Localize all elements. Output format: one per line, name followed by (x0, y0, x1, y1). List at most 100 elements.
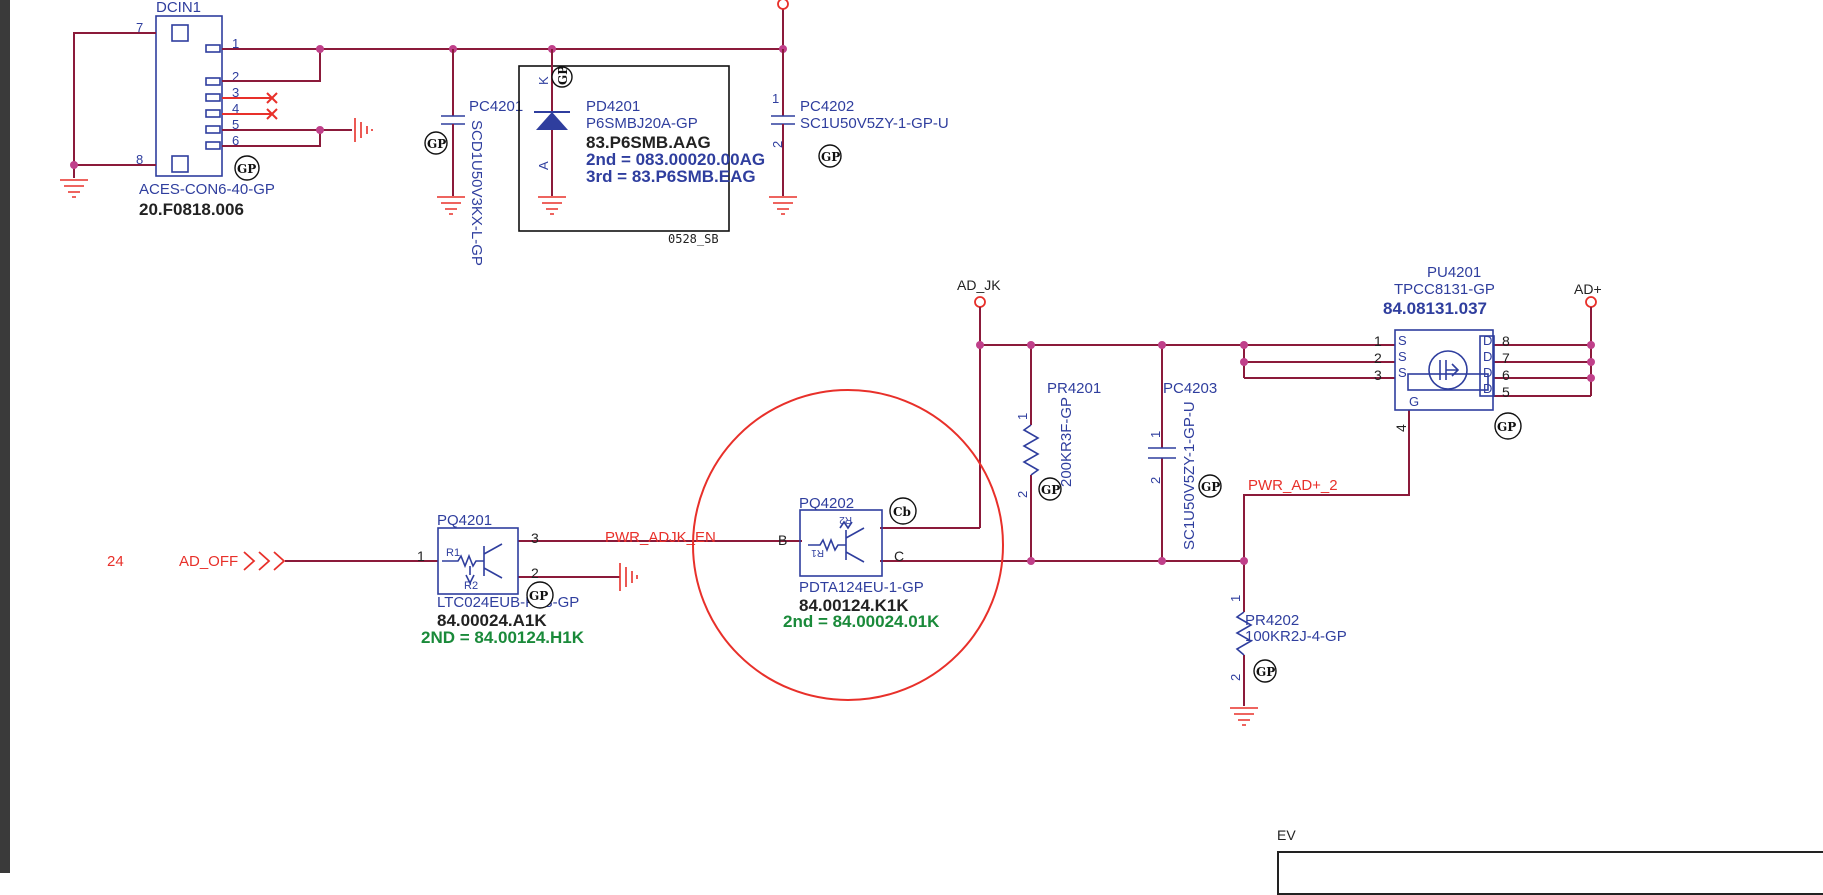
dcin1-part: ACES-CON6-40-GP (139, 181, 275, 198)
pq4201-gp-badge: GP (526, 581, 554, 609)
ad-off-ref: 24 (107, 553, 124, 570)
pc4201-ref: PC4201 (469, 98, 523, 115)
pc4203-pin-1: 1 (1148, 431, 1163, 438)
pu4201-ref: PU4201 (1427, 264, 1481, 281)
pd4201-alt3: 3rd = 83.P6SMB.EAG (586, 167, 756, 186)
pu4201-pin-1: 1 (1374, 333, 1382, 349)
dcin1-pin-2: 2 (232, 69, 239, 84)
pr4202-part: 100KR2J-4-GP (1245, 628, 1347, 645)
pc4203-ref: PC4203 (1163, 380, 1217, 397)
pq4201-ref: PQ4201 (437, 512, 492, 529)
pc4201-capacitor[interactable]: PC4201 SCD1U50V3KX-L-GP (441, 49, 523, 266)
pu4201-pin-4: 4 (1393, 424, 1409, 432)
pq4202-pin-c: C (894, 548, 904, 564)
dcin1-pin-7: 7 (136, 20, 143, 35)
svg-text:GP: GP (1201, 480, 1220, 494)
window-left-edge (0, 0, 10, 873)
pr4201-pin-2: 2 (1015, 491, 1030, 498)
title-block-label: EV (1277, 827, 1296, 843)
pq4201-pn: 84.00024.A1K (437, 611, 547, 630)
pq4202-ref: PQ4202 (799, 495, 854, 512)
pu4201-pin-6: 6 (1502, 367, 1510, 383)
pq4201-alt2: 2ND = 84.00124.H1K (421, 628, 585, 647)
pu4201-gp-badge: GP (1494, 412, 1522, 440)
pd4201-pn: 83.P6SMB.AAG (586, 133, 711, 152)
pc4202-gp-badge: GP (818, 144, 842, 168)
pq4201-transistor[interactable]: PQ4201 R1 R2 1 2 3 LTC024EUB-FS8-GP 84.0… (417, 512, 585, 647)
svg-text:GP: GP (1041, 483, 1060, 497)
dcin1-connector[interactable]: DCIN1 ACES-CON6-40-GP 20.F0818.006 1 2 3… (136, 0, 275, 219)
svg-text:GP: GP (427, 137, 446, 151)
dcin1-pn: 20.F0818.006 (139, 200, 244, 219)
pc4203-capacitor[interactable]: PC4203 SC1U50V5ZY-1-GP-U 1 2 (1148, 380, 1217, 550)
ad-jk-label: AD_JK (957, 277, 1001, 293)
highlight-circle (692, 389, 1004, 701)
pu4201-d3: D (1483, 365, 1492, 380)
ground-symbols-bottom (619, 563, 1258, 726)
pd4201-gp-badge: GP (551, 66, 573, 88)
pq4201-r1: R1 (446, 547, 460, 559)
pd4201-diode[interactable]: K A PD4201 P6SMBJ20A-GP 83.P6SMB.AAG 2nd… (518, 49, 765, 246)
ground-symbols-top (60, 118, 797, 215)
svg-text:GP: GP (556, 66, 570, 85)
pq4202-pin-b: B (778, 532, 787, 548)
pc4202-ref: PC4202 (800, 98, 854, 115)
svg-text:GP: GP (237, 162, 256, 176)
pc4203-pin-2: 2 (1148, 477, 1163, 484)
dcin1-wires (73, 8, 784, 178)
pc4203-gp-badge: GP (1198, 474, 1222, 498)
pu4201-s2: S (1398, 349, 1407, 364)
ad-plus-label: AD+ (1574, 281, 1602, 297)
pr4201-resistor[interactable]: PR4201 200KR3F-GP 1 2 (1015, 380, 1101, 498)
ad-off-label: AD_OFF (179, 553, 238, 570)
pu4201-pin-7: 7 (1502, 350, 1510, 366)
pu4201-g: G (1409, 394, 1419, 409)
svg-text:Cb: Cb (893, 505, 911, 519)
pu4201-d2: D (1483, 349, 1492, 364)
pd4201-pin-a: A (536, 161, 551, 170)
pc4202-pin-2: 2 (770, 141, 785, 148)
ad-jk-net[interactable]: AD_JK (957, 277, 1001, 528)
pu4201-pin-5: 5 (1502, 384, 1510, 400)
ad-plus-net[interactable]: AD+ (1574, 281, 1602, 396)
dcin1-pin-4: 4 (232, 101, 239, 116)
pr4202-resistor[interactable]: PR4202 100KR2J-4-GP 1 2 (1228, 595, 1347, 681)
pc4203-part: SC1U50V5ZY-1-GP-U (1181, 401, 1198, 550)
pu4201-mosfet[interactable]: PU4201 TPCC8131-GP 84.08131.037 1 2 3 4 … (1374, 264, 1510, 432)
dcin1-pin-6: 6 (232, 133, 239, 148)
pr4201-pin-1: 1 (1015, 413, 1030, 420)
pq4201-pin-2: 2 (531, 565, 539, 581)
pq4202-r2: R2 (839, 514, 852, 525)
pu4201-pin-2: 2 (1374, 350, 1382, 366)
pq4201-r2: R2 (464, 580, 478, 592)
title-block-box (1277, 851, 1823, 895)
pq4202-r1: R1 (811, 547, 824, 558)
pc4202-pin-1: 1 (772, 91, 779, 106)
pc4201-gp-badge: GP (424, 131, 448, 155)
pd4201-pin-k: K (536, 76, 551, 85)
pq4201-part: LTC024EUB-FS8-GP (437, 594, 579, 611)
pu4201-pin-8: 8 (1502, 333, 1510, 349)
pu4201-s3: S (1398, 365, 1407, 380)
pc4202-capacitor[interactable]: 1 2 PC4202 SC1U50V5ZY-1-GP-U (770, 49, 949, 196)
pr4202-pin-2: 2 (1228, 674, 1243, 681)
pr4201-part: 200KR3F-GP (1058, 397, 1075, 487)
pr4202-pin-1: 1 (1228, 595, 1243, 602)
dcin1-pin-8: 8 (136, 152, 143, 167)
pq4202-pn: 84.00124.K1K (799, 596, 909, 615)
svg-text:GP: GP (529, 589, 548, 603)
svg-text:GP: GP (1497, 420, 1516, 434)
ad-off-connector[interactable]: 24 AD_OFF (107, 551, 286, 571)
pq4202-transistor[interactable]: PQ4202 B C R1 R2 PDTA124EU-1-GP 84.00124… (778, 495, 940, 631)
dcin1-pin-1: 1 (232, 36, 239, 51)
pd4201-ref: PD4201 (586, 98, 640, 115)
pc4202-part: SC1U50V5ZY-1-GP-U (800, 115, 949, 132)
svg-text:GP: GP (821, 150, 840, 164)
pu4201-d4: D (1483, 381, 1492, 396)
pd4201-note: 0528_SB (668, 232, 719, 246)
pwr-ad-plus-2-label: PWR_AD+_2 (1248, 477, 1338, 494)
pd4201-part: P6SMBJ20A-GP (586, 115, 698, 132)
no-connect-marks (222, 92, 278, 120)
schematic-canvas: DCIN1 ACES-CON6-40-GP 20.F0818.006 1 2 3… (60, 0, 1602, 843)
pu4201-s1: S (1398, 333, 1407, 348)
